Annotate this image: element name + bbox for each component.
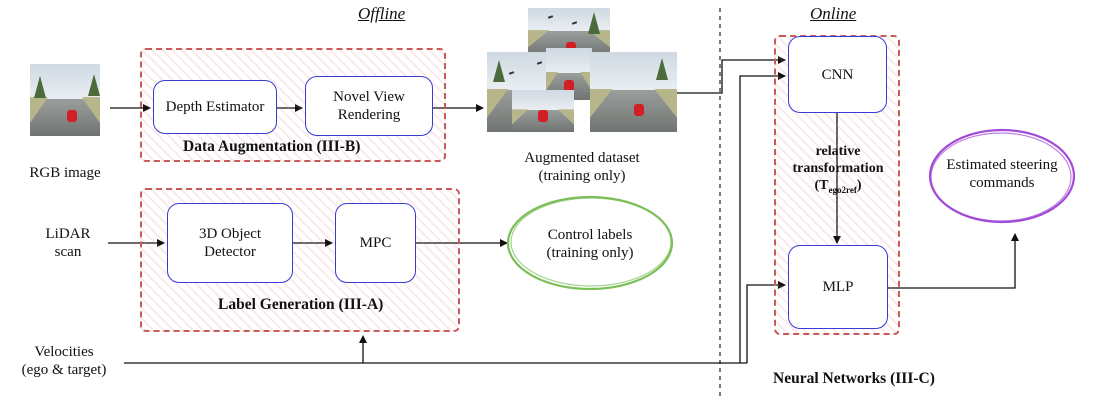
arrow-velocity-to-mlp xyxy=(746,281,786,363)
data-augmentation-title: Data Augmentation (III-B) xyxy=(183,138,361,155)
mpc-box: MPC xyxy=(335,203,416,283)
relative-line3: (Tego2ref) xyxy=(814,178,862,195)
offline-title: Offline xyxy=(358,4,406,23)
augmented-dataset-label: Augmented dataset (training only) xyxy=(497,149,667,185)
rel-subscript: ego2ref xyxy=(828,184,857,195)
detector-line1: 3D Object xyxy=(198,226,262,242)
rgb-image-thumbnail xyxy=(30,64,100,136)
arrow-dataset-to-cnn xyxy=(677,56,786,94)
neural-networks-title: Neural Networks (III-C) xyxy=(773,370,935,387)
rel-T: T xyxy=(819,178,829,193)
arrow-mlp-to-output xyxy=(888,233,1019,289)
output-line2: commands xyxy=(969,175,1035,191)
depth-estimator-label: Depth Estimator xyxy=(165,99,265,115)
lidar-line2: scan xyxy=(54,244,82,260)
control-labels-text: Control labels (training only) xyxy=(520,226,660,262)
augmented-image-right xyxy=(590,52,677,132)
control-labels-line2: (training only) xyxy=(546,245,634,261)
rgb-image-label: RGB image xyxy=(29,165,101,181)
arrow-velocity-to-cnn xyxy=(739,72,786,363)
augmented-image-bottom xyxy=(512,90,574,132)
output-line1: Estimated steering xyxy=(946,157,1058,173)
detector-line2: Detector xyxy=(204,244,256,260)
relative-transformation-label: relative transformation (Tego2ref) xyxy=(782,143,894,199)
augmented-dataset-line2: (training only) xyxy=(538,168,626,184)
lidar-line1: LiDAR xyxy=(45,226,91,242)
augmented-dataset-line1: Augmented dataset xyxy=(524,150,640,166)
lidar-scan-label: LiDAR scan xyxy=(28,225,108,261)
online-title: Online xyxy=(810,4,857,23)
control-labels-line1: Control labels xyxy=(547,227,633,243)
object-detector-box: 3D Object Detector xyxy=(167,203,293,283)
novel-view-line1: Novel View xyxy=(333,89,405,105)
mlp-label: MLP xyxy=(822,279,854,295)
mlp-box: MLP xyxy=(788,245,888,329)
cnn-label: CNN xyxy=(821,66,854,83)
relative-line2: transformation xyxy=(792,161,884,176)
cnn-box: CNN xyxy=(788,36,887,113)
novel-view-line2: Rendering xyxy=(337,107,401,123)
novel-view-rendering-box: Novel View Rendering xyxy=(305,76,433,136)
depth-estimator-box: Depth Estimator xyxy=(153,80,277,134)
mpc-label: MPC xyxy=(359,235,392,251)
velocities-label: Velocities (ego & target) xyxy=(4,343,124,379)
velocities-line2: (ego & target) xyxy=(21,362,107,378)
relative-line1: relative xyxy=(815,144,861,159)
output-ellipse xyxy=(928,128,1076,224)
control-labels-ellipse xyxy=(506,195,674,291)
velocities-line1: Velocities xyxy=(34,344,94,360)
output-label: Estimated steering commands xyxy=(935,156,1069,192)
label-generation-title: Label Generation (III-A) xyxy=(218,296,384,313)
